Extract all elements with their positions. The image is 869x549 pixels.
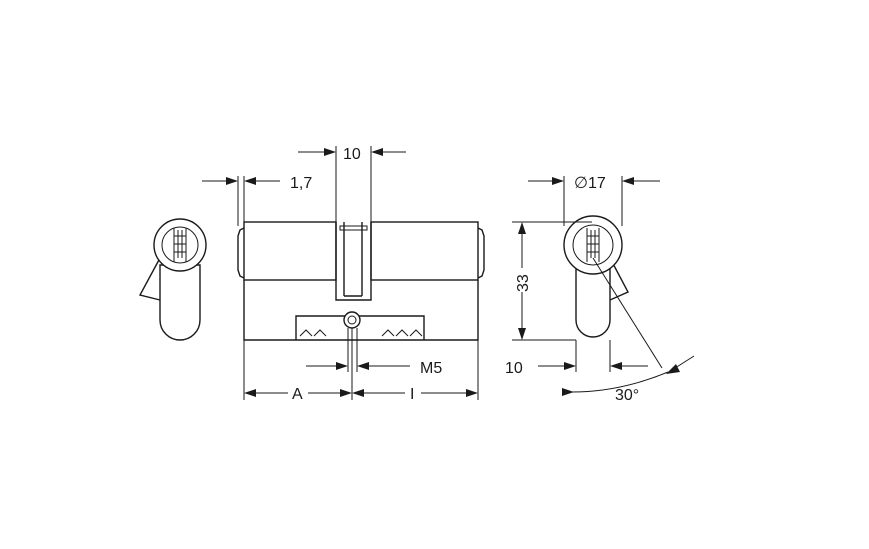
dim-label-1-7: 1,7 xyxy=(290,175,312,192)
arrow-bottom-right xyxy=(610,362,622,370)
label-bg-height xyxy=(512,268,532,292)
arrow-bottom-left xyxy=(564,362,576,370)
arrow-dia-right xyxy=(622,177,634,185)
right-front-cap xyxy=(477,227,485,279)
left-plug-inner-circle xyxy=(161,226,199,264)
dim-label-cam-slot: 10 xyxy=(343,146,361,163)
right-profile-body xyxy=(575,264,611,338)
arrow-dia-left xyxy=(552,177,564,185)
right-end-view: ∅17 33 10 30° xyxy=(505,175,695,404)
arrow-1-7-left xyxy=(226,177,238,185)
angle-arc xyxy=(571,371,669,393)
lower-profile-body xyxy=(243,280,479,341)
arrow-slot-left xyxy=(324,148,336,156)
cam-slot-outline xyxy=(335,222,372,301)
profile-serrations xyxy=(299,329,423,337)
right-keyway xyxy=(586,228,600,262)
arrow-angle-right xyxy=(666,364,680,374)
lower-profile-step xyxy=(295,315,425,340)
arrow-1-7-right xyxy=(244,177,256,185)
arrow-a-left xyxy=(244,389,256,397)
dim-label-i: I xyxy=(410,386,414,403)
left-end-view xyxy=(138,218,207,341)
dim-label-height: 33 xyxy=(515,274,532,292)
arrow-i-left xyxy=(352,389,364,397)
arrow-height-top xyxy=(518,222,526,234)
left-cylinder-barrel xyxy=(243,221,337,281)
cam-inner-edge xyxy=(339,225,368,231)
dim-label-bottom: 10 xyxy=(505,360,523,377)
right-plug-outer-circle xyxy=(563,215,623,275)
label-bg-a xyxy=(288,384,308,402)
left-front-cap xyxy=(237,227,245,279)
right-cylinder-barrel xyxy=(370,221,479,281)
left-keyway xyxy=(173,228,187,262)
arrow-i-right xyxy=(466,389,478,397)
arrow-a-right xyxy=(340,389,352,397)
arrow-angle-left xyxy=(562,388,574,396)
arrow-m5-right xyxy=(357,362,369,370)
cam-element xyxy=(343,222,363,297)
dim-label-m5: M5 xyxy=(420,360,442,377)
dim-label-angle: 30° xyxy=(615,387,639,404)
label-bg-i xyxy=(405,384,421,402)
arrow-m5-left xyxy=(336,362,348,370)
screw-hole-inner xyxy=(347,315,357,325)
right-plug-inner-circle xyxy=(572,224,614,266)
right-cam-lever xyxy=(609,257,629,301)
left-profile-body xyxy=(159,264,201,341)
left-cam-lever xyxy=(138,257,161,301)
dim-label-a: A xyxy=(292,386,303,403)
arrow-slot-right xyxy=(371,148,383,156)
dim-label-diameter: ∅17 xyxy=(574,175,606,192)
angle-reference-line xyxy=(592,257,663,369)
arrow-height-bottom xyxy=(518,328,526,340)
screw-hole xyxy=(343,311,361,329)
side-view: 1,7 10 M5 A I xyxy=(202,146,485,403)
